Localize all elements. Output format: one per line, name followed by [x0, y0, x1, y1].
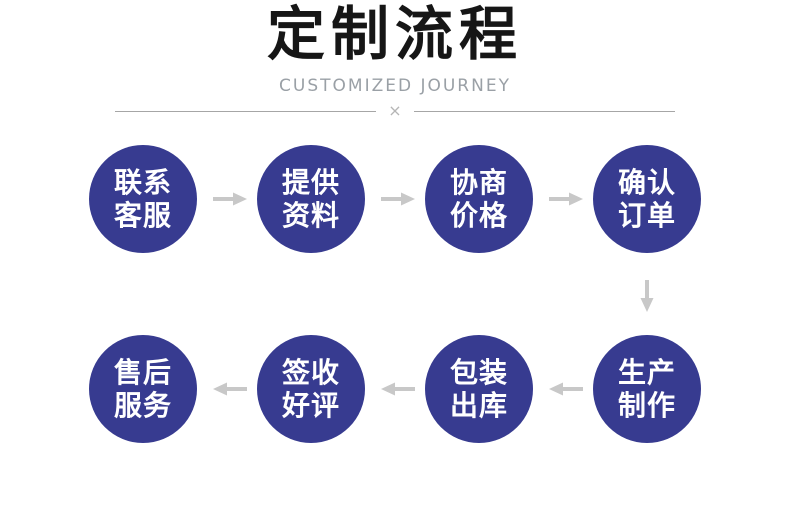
step-label-line: 好评 — [281, 389, 340, 422]
divider-line-right — [413, 110, 675, 112]
step-label-line: 联系 — [113, 166, 172, 199]
arrow-left-icon — [213, 381, 247, 397]
step-circle-sign-and-review: 签收 好评 — [257, 335, 365, 443]
step-label-line: 价格 — [449, 199, 508, 232]
divider: × — [115, 102, 675, 120]
step-circle-confirm-order: 确认 订单 — [593, 145, 701, 253]
arrow-down-icon — [639, 280, 655, 312]
step-circle-contact-service: 联系 客服 — [89, 145, 197, 253]
step-label-line: 签收 — [281, 356, 340, 389]
step-label-line: 订单 — [617, 199, 676, 232]
step-label-line: 包装 — [449, 356, 508, 389]
step-label-line: 售后 — [113, 356, 172, 389]
step-label-line: 制作 — [617, 389, 676, 422]
page-title: 定制流程 — [266, 0, 523, 68]
step-label-line: 生产 — [617, 356, 676, 389]
step-circle-provide-materials: 提供 资料 — [257, 145, 365, 253]
x-divider-icon: × — [388, 101, 402, 120]
step-label-line: 确认 — [617, 166, 676, 199]
page-subtitle: CUSTOMIZED JOURNEY — [279, 76, 511, 96]
arrow-left-icon — [381, 381, 415, 397]
step-label-line: 提供 — [281, 166, 340, 199]
step-label-line: 协商 — [449, 166, 508, 199]
step-label-line: 资料 — [281, 199, 340, 232]
arrow-left-icon — [549, 381, 583, 397]
arrow-right-icon — [549, 191, 583, 207]
step-circle-after-sales-service: 售后 服务 — [89, 335, 197, 443]
step-label-line: 客服 — [113, 199, 172, 232]
divider-line-left — [115, 110, 377, 112]
step-circle-production: 生产 制作 — [593, 335, 701, 443]
step-circle-negotiate-price: 协商 价格 — [425, 145, 533, 253]
step-circle-packing-outbound: 包装 出库 — [425, 335, 533, 443]
arrow-right-icon — [381, 191, 415, 207]
step-label-line: 出库 — [449, 389, 508, 422]
step-label-line: 服务 — [113, 389, 172, 422]
arrow-right-icon — [213, 191, 247, 207]
